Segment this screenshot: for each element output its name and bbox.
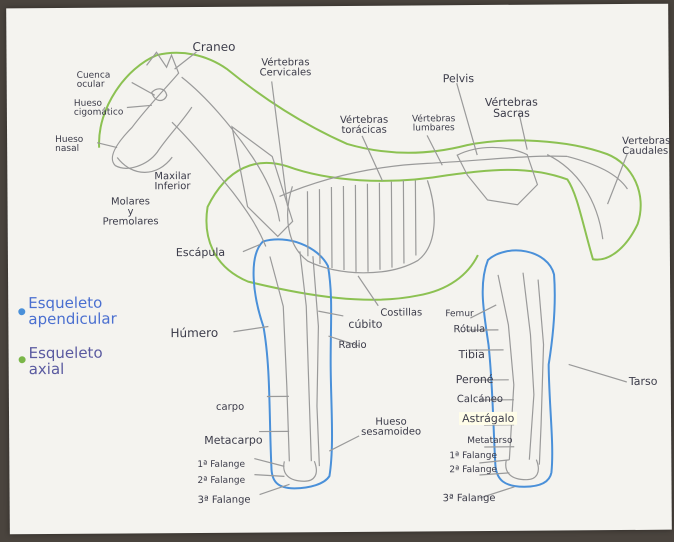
legend-appendicular-line2: apendicular <box>28 311 117 327</box>
label-hueso-nasal: Hueso nasal <box>55 136 83 154</box>
label-carpo: carpo <box>216 403 244 413</box>
label-escapula: Escápula <box>176 247 225 258</box>
label-vertebras-cervicales: Vértebras Cervicales <box>260 58 312 78</box>
label-falange1-rear: 1ª Falange <box>449 452 497 461</box>
paper-sheet: Craneo Cuenca ocular Hueso cigomático Hu… <box>6 4 672 535</box>
legend-appendicular: Esqueleto apendicular <box>28 296 117 328</box>
legend-axial: Esqueleto axial <box>29 346 103 378</box>
label-maxilar-inferior: Maxilar Inferior <box>154 172 191 192</box>
label-tarso: Tarso <box>629 376 658 387</box>
label-astragalo: Astrágalo <box>459 412 517 425</box>
label-hueso-sesamoideo: Hueso sesamoideo <box>361 417 421 437</box>
legend-axial-line2: axial <box>29 361 103 377</box>
label-perone: Peroné <box>456 374 494 385</box>
label-humero: Húmero <box>170 327 218 339</box>
label-metacarpo: Metacarpo <box>204 435 262 446</box>
label-vertebras-lumbares: Vértebras lumbares <box>412 115 456 133</box>
label-tibia: Tibia <box>459 349 485 360</box>
label-vertebras-caudales: Vertebras Caudales <box>622 137 670 157</box>
label-cuenca-ocular: Cuenca ocular <box>77 72 111 90</box>
appendicular-outline-front <box>253 239 332 489</box>
label-calcaneo: Calcáneo <box>457 395 503 405</box>
label-metatarso: Metatarso <box>467 437 512 446</box>
label-hueso-cigomatico: Hueso cigomático <box>74 100 124 118</box>
label-falange3-rear: 3ª Falange <box>443 494 496 504</box>
label-rotula: Rótula <box>453 325 485 335</box>
label-falange2-front: 2ª Falange <box>197 477 245 486</box>
label-costillas: Costillas <box>380 308 422 318</box>
label-femur: Femur <box>445 310 473 319</box>
legend-axial-dot <box>19 356 26 363</box>
label-falange1-front: 1ª Falange <box>197 461 245 470</box>
label-vertebras-toracicas: Vértebras torácicas <box>340 116 388 136</box>
label-craneo: Craneo <box>192 41 235 53</box>
label-falange3-front: 3ª Falange <box>198 496 251 506</box>
label-pelvis: Pelvis <box>443 73 474 84</box>
label-vertebras-sacras: Vértebras Sacras <box>485 97 538 119</box>
label-molares: Molares y Premolares <box>102 197 158 227</box>
legend-appendicular-dot <box>18 308 25 315</box>
label-falange2-rear: 2ª Falange <box>449 466 497 475</box>
label-cubito: cúbito <box>348 319 382 330</box>
label-radio: Radio <box>339 341 367 351</box>
